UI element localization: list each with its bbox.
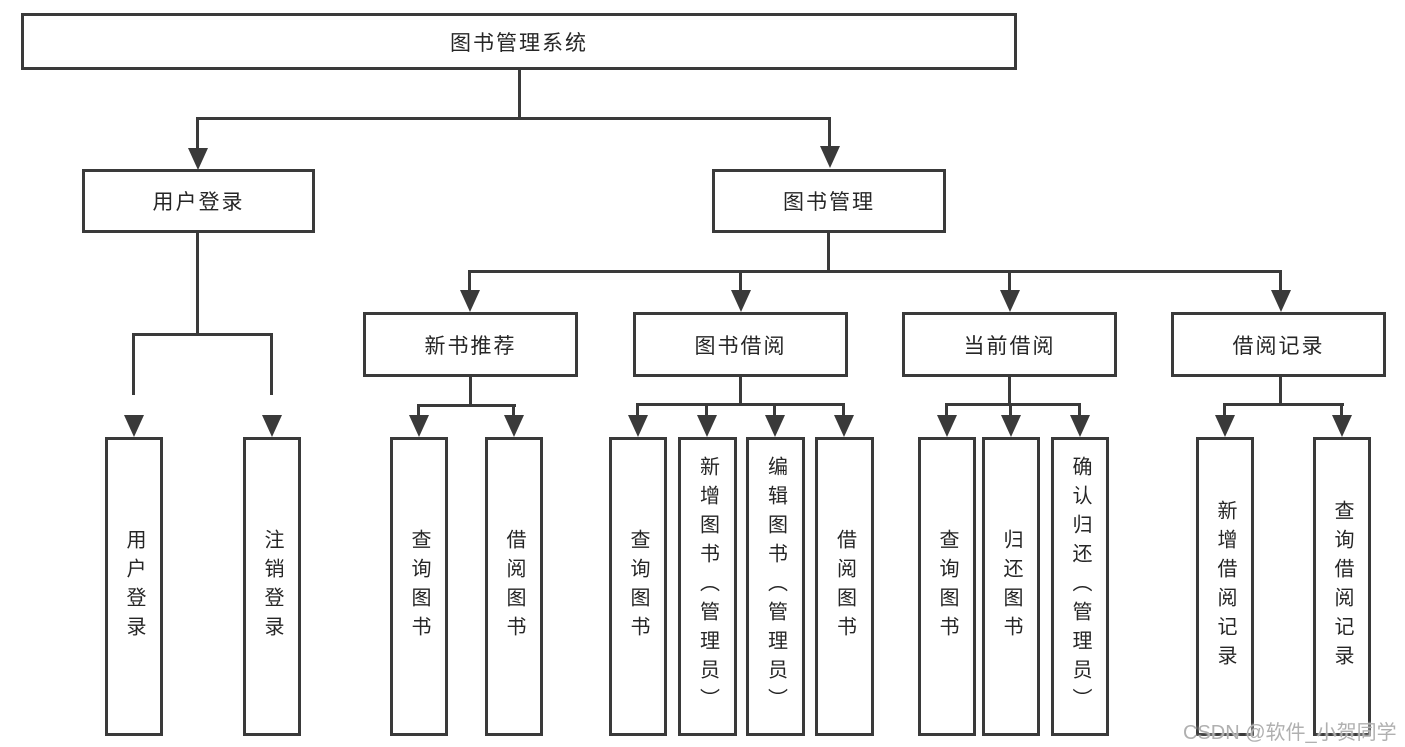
connector-root-stem	[518, 70, 521, 118]
connector-current-stem	[1008, 377, 1011, 405]
arrowhead-newrec-1	[409, 415, 429, 437]
node-library-system: 图书管理系统	[21, 13, 1017, 70]
arrowhead-records-2	[1332, 415, 1352, 437]
connector-drop-borrow-4	[842, 403, 845, 417]
leaf-borrow-edit-book-admin: 编辑图书（管理员）	[746, 437, 805, 736]
connector-borrow-stem	[739, 377, 742, 405]
connector-drop-current-3	[1078, 403, 1081, 417]
leaf-label: 新增借阅记录	[1214, 499, 1236, 674]
leaf-records-add-record: 新增借阅记录	[1196, 437, 1254, 736]
connector-book-stem	[827, 233, 830, 272]
connector-drop-book-borrow	[739, 270, 742, 290]
arrowhead-current-1	[937, 415, 957, 437]
connector-current-bar	[945, 403, 1081, 406]
connector-drop-borrow-record	[1279, 270, 1282, 290]
connector-user-bar	[132, 333, 273, 336]
arrowhead-newrec-2	[504, 415, 524, 437]
connector-drop-records-1	[1223, 403, 1226, 417]
connector-drop-current-1	[945, 403, 948, 417]
leaf-label: 注销登录	[261, 528, 283, 645]
leaf-label: 编辑图书（管理员）	[764, 456, 787, 717]
arrowhead-book-mgmt	[820, 146, 840, 168]
connector-drop-borrow-2	[705, 403, 708, 417]
connector-borrow-bar	[636, 403, 845, 406]
leaf-label: 借阅图书	[503, 528, 525, 645]
arrowhead-records-1	[1215, 415, 1235, 437]
connector-drop-newrec-1	[417, 404, 420, 417]
connector-drop-records-2	[1340, 403, 1343, 417]
arrowhead-current-2	[1001, 415, 1021, 437]
arrowhead-user-login	[188, 148, 208, 170]
connector-newrec-bar	[417, 404, 516, 407]
leaf-current-return-book: 归还图书	[982, 437, 1040, 736]
leaf-label: 查询图书	[936, 528, 958, 645]
arrowhead-borrow-1	[628, 415, 648, 437]
leaf-logout: 注销登录	[243, 437, 301, 736]
node-book-borrowing: 图书借阅	[633, 312, 848, 377]
node-label: 图书借阅	[694, 334, 787, 358]
node-label: 图书管理	[783, 191, 875, 214]
leaf-current-query-book: 查询图书	[918, 437, 976, 736]
connector-user-stem	[196, 233, 199, 335]
leaf-label: 归还图书	[1000, 528, 1022, 645]
leaf-borrow-query-book: 查询图书	[609, 437, 667, 736]
leaf-newrec-query-book: 查询图书	[390, 437, 448, 736]
node-borrowing-records: 借阅记录	[1171, 312, 1386, 377]
arrowhead-new-rec	[460, 290, 480, 312]
connector-drop-borrow-1	[636, 403, 639, 417]
node-book-management: 图书管理	[712, 169, 946, 233]
node-label: 当前借阅	[963, 334, 1056, 358]
connector-drop-current-2	[1009, 403, 1012, 417]
leaf-label: 查询借阅记录	[1331, 499, 1353, 674]
connector-level2-bar	[196, 117, 831, 120]
node-label: 借阅记录	[1232, 334, 1325, 358]
leaf-borrow-add-book-admin: 新增图书（管理员）	[678, 437, 737, 736]
node-label: 新书推荐	[424, 334, 517, 358]
leaf-label: 查询图书	[627, 528, 649, 645]
leaf-records-query-record: 查询借阅记录	[1313, 437, 1371, 736]
connector-drop-new-rec	[468, 270, 471, 290]
leaf-newrec-borrow-book: 借阅图书	[485, 437, 543, 736]
arrowhead-borrow-4	[834, 415, 854, 437]
leaf-label: 新增图书（管理员）	[696, 456, 719, 717]
connector-drop-login	[132, 333, 135, 395]
leaf-current-confirm-return-admin: 确认归还（管理员）	[1051, 437, 1109, 736]
arrowhead-login	[124, 415, 144, 437]
node-label: 图书管理系统	[450, 31, 588, 55]
node-user-login: 用户登录	[82, 169, 315, 233]
node-new-book-recommend: 新书推荐	[363, 312, 578, 377]
leaf-label: 查询图书	[408, 528, 430, 645]
connector-newrec-stem	[469, 377, 472, 406]
node-label: 用户登录	[152, 191, 245, 214]
connector-records-stem	[1279, 377, 1282, 405]
leaf-user-login: 用户登录	[105, 437, 163, 736]
csdn-watermark: CSDN @软件_小贺同学	[1183, 722, 1397, 744]
connector-drop-book-mgmt	[828, 117, 831, 148]
leaf-label: 用户登录	[123, 528, 145, 645]
connector-drop-logout	[270, 333, 273, 395]
connector-drop-newrec-2	[512, 404, 515, 417]
arrowhead-borrow-record	[1271, 290, 1291, 312]
connector-records-bar	[1223, 403, 1344, 406]
leaf-borrow-borrow-book: 借阅图书	[815, 437, 874, 736]
arrowhead-current-3	[1070, 415, 1090, 437]
node-current-borrowing: 当前借阅	[902, 312, 1117, 377]
arrowhead-borrow-2	[697, 415, 717, 437]
arrowhead-logout	[262, 415, 282, 437]
arrowhead-borrow-3	[765, 415, 785, 437]
arrowhead-book-borrow	[731, 290, 751, 312]
leaf-label: 确认归还（管理员）	[1069, 456, 1091, 717]
arrowhead-current-borrow	[1000, 290, 1020, 312]
connector-drop-borrow-3	[773, 403, 776, 417]
connector-level3-bar	[468, 270, 1282, 273]
leaf-label: 借阅图书	[833, 528, 856, 645]
connector-drop-user-login	[196, 117, 199, 150]
connector-drop-current-borrow	[1008, 270, 1011, 290]
